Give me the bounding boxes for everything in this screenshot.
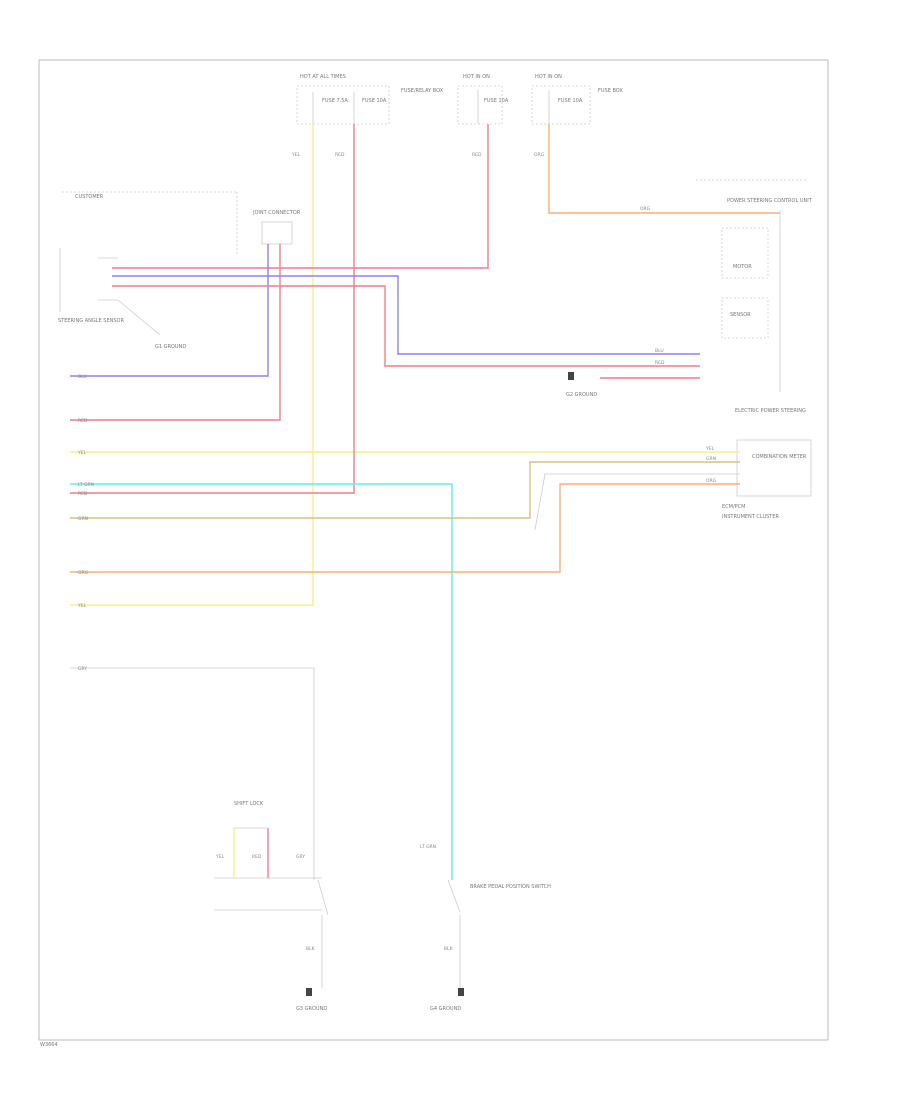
joint-connector-label: JOINT CONNECTOR <box>252 210 301 216</box>
wire-group <box>70 124 780 988</box>
wire-orange-top <box>548 124 780 214</box>
mid-ground: G2 GROUND <box>566 372 597 398</box>
wire-label-org-meter: ORG <box>706 478 717 484</box>
meter-title: ECM/PCM <box>722 504 745 510</box>
diagram-frame <box>38 59 829 1041</box>
wire-label-ltgrn-bottom: LT GRN <box>420 844 436 850</box>
wire-cyan <box>70 483 453 880</box>
wire-label-yel-left: YEL <box>77 450 87 456</box>
wire-red-unit <box>112 285 700 367</box>
wire-yellow-main <box>70 124 314 606</box>
bottom-mid-ground: G4 GROUND <box>430 1006 461 1012</box>
fuse-box-right: HOT IN ON FUSE 10A FUSE BOX <box>531 74 623 125</box>
wire-red-main <box>70 124 355 494</box>
wire-blue-connector <box>70 244 269 377</box>
fuse-left-f1: FUSE 7.5A <box>322 98 348 104</box>
wire-label-yel-left-2: YEL <box>77 603 87 609</box>
fuse-left-title: HOT AT ALL TIMES <box>300 74 346 80</box>
left-ground-label: G1 GROUND <box>155 344 186 350</box>
unit-right-top-label: POWER STEERING CONTROL UNIT <box>727 198 813 204</box>
fuse-mid-title: HOT IN ON <box>463 74 490 80</box>
bottom-mid-switch-label: BRAKE PEDAL POSITION SWITCH <box>470 884 551 890</box>
left-module: CUSTOMER STEERING ANGLE SENSOR G1 GROUND <box>58 191 238 350</box>
wire-gray-bottom <box>70 667 315 880</box>
gauge-label: COMBINATION METER <box>752 454 807 460</box>
wire-blue-unit <box>112 275 700 355</box>
sensor-label: SENSOR <box>730 312 751 318</box>
wire-label-yel-top: YEL <box>291 152 301 158</box>
wire-label-grn-left: GRN <box>78 516 88 522</box>
wire-orange-meter <box>70 483 740 573</box>
wire-label-blu-unit: BLU <box>655 348 664 354</box>
wire-label-red-unit: RED <box>655 360 665 366</box>
wire-label-blk-bottom-left: BLK <box>306 946 316 952</box>
left-module-label: STEERING ANGLE SENSOR <box>58 318 124 324</box>
bottom-left-assembly: SHIFT LOCK G3 GROUND <box>214 801 329 1012</box>
wire-label-red-bottom: RED <box>252 854 262 860</box>
fuse-right-desc: FUSE BOX <box>598 88 623 94</box>
unit-top-label: CUSTOMER <box>75 194 104 200</box>
joint-connector: JOINT CONNECTOR <box>252 210 301 245</box>
wire-label-yel-meter: YEL <box>705 446 715 452</box>
fuse-left-f2: FUSE 10A <box>362 98 387 104</box>
fuse-mid-f1: FUSE 10A <box>484 98 509 104</box>
power-steering-unit: POWER STEERING CONTROL UNIT MOTOR SENSOR… <box>696 179 813 414</box>
wire-label-group: YEL RED RED ORG ORG BLU RED YEL LT GRN R… <box>77 152 717 952</box>
wire-label-grn-meter: GRN <box>706 456 716 462</box>
fuse-box-left: HOT AT ALL TIMES FUSE 7.5A FUSE 10A FUSE… <box>296 74 444 125</box>
fuse-left-desc: FUSE/RELAY BOX <box>401 88 444 94</box>
fuse-right-f1: FUSE 10A <box>558 98 583 104</box>
mid-ground-label: G2 GROUND <box>566 392 597 398</box>
wire-label-ltgrn-left: LT GRN <box>78 482 94 488</box>
meter-desc: INSTRUMENT CLUSTER <box>722 514 780 520</box>
wire-red-connector <box>70 244 281 421</box>
fuse-box-middle: HOT IN ON FUSE 10A <box>457 74 509 125</box>
wire-label-org-top: ORG <box>534 152 545 158</box>
footer-code: W3664 <box>40 1042 58 1048</box>
bottom-left-ground: G3 GROUND <box>296 1006 327 1012</box>
wire-label-blu-left: BLU <box>78 374 87 380</box>
wire-label-org-unit: ORG <box>640 206 651 212</box>
wire-olive <box>70 461 740 519</box>
wire-label-red-left: RED <box>78 418 88 424</box>
wire-label-red-top: RED <box>335 152 345 158</box>
wire-label-red-left-2: RED <box>78 491 88 497</box>
combination-meter: COMBINATION METER ECM/PCM INSTRUMENT CLU… <box>722 439 812 520</box>
right-side-title: ELECTRIC POWER STEERING <box>735 408 806 414</box>
bottom-box-label: SHIFT LOCK <box>234 801 264 807</box>
wire-label-blk-bottom-mid: BLK <box>444 946 454 952</box>
bottom-mid-assembly: BRAKE PEDAL POSITION SWITCH G4 GROUND <box>430 879 551 1012</box>
wire-gray-meter-extra <box>534 473 740 531</box>
fuse-right-title: HOT IN ON <box>535 74 562 80</box>
wire-label-org-left: ORG <box>78 570 89 576</box>
wire-red-mid <box>112 124 489 269</box>
wire-label-red-mid: RED <box>472 152 482 158</box>
wire-label-yel-bottom: YEL <box>215 854 225 860</box>
wire-label-gry-bottom: GRY <box>296 854 305 860</box>
wire-label-gry-left: GRY <box>78 666 87 672</box>
motor-label: MOTOR <box>733 264 752 270</box>
